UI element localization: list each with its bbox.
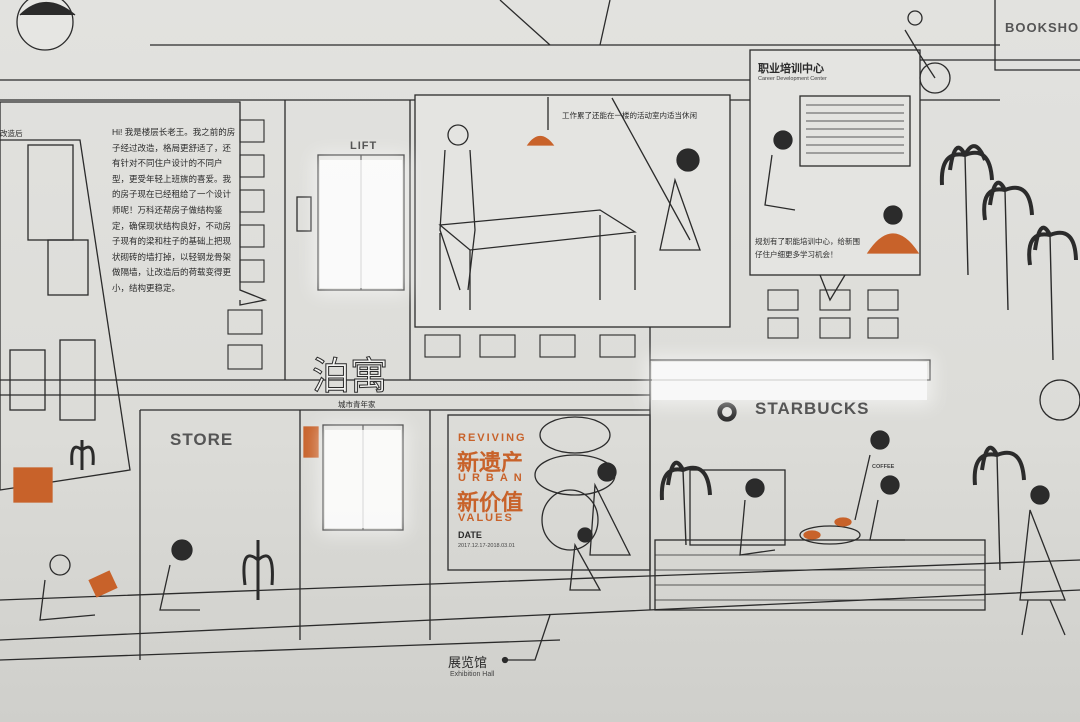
light-patch-lift-top — [320, 160, 402, 288]
poster-line4: 新价值 — [457, 490, 524, 515]
poster-date-label: DATE — [458, 530, 482, 540]
activity-room-caption: 工作累了还能在一楼的活动室内适当休闲 — [562, 111, 697, 120]
starbucks-sign: STARBUCKS — [755, 399, 870, 418]
career-center-title: 职业培训中心 — [758, 63, 824, 75]
poster-line1: REVIVING — [458, 432, 527, 444]
speech-bubble-heading: 改造后 — [0, 129, 23, 138]
poster-line3: URBAN — [458, 472, 528, 484]
career-center-subtitle: Career Development Center — [758, 76, 827, 82]
light-patch-lift-bottom — [325, 430, 401, 528]
coffee-sign: COFFEE — [872, 464, 895, 470]
poster-line2: 新遗产 — [457, 450, 524, 475]
poster-date-range: 2017.12.17-2018.03.01 — [458, 543, 515, 549]
brand-slogan: 城市青年家 — [338, 400, 376, 409]
exhibition-label-cn: 展览馆 — [448, 655, 488, 670]
light-patch-awning — [652, 362, 927, 400]
exhibition-label-en: Exhibition Hall — [450, 671, 495, 678]
career-center-body: 规划有了职能培训中心，给新围仔住户细更多学习机会！ — [755, 237, 860, 259]
speech-bubble-body: Hi! 我是楼层长老王。我之前的房子经过改造，格局更舒适了，还有针对不同住户设计… — [112, 127, 236, 293]
poster-line5: VALUES — [458, 512, 514, 524]
lift-sign: LIFT — [350, 140, 378, 152]
bookshop-sign: BOOKSHOP — [1005, 20, 1080, 35]
store-sign: STORE — [170, 430, 234, 449]
brand-logo: 泊寓 — [311, 356, 389, 399]
